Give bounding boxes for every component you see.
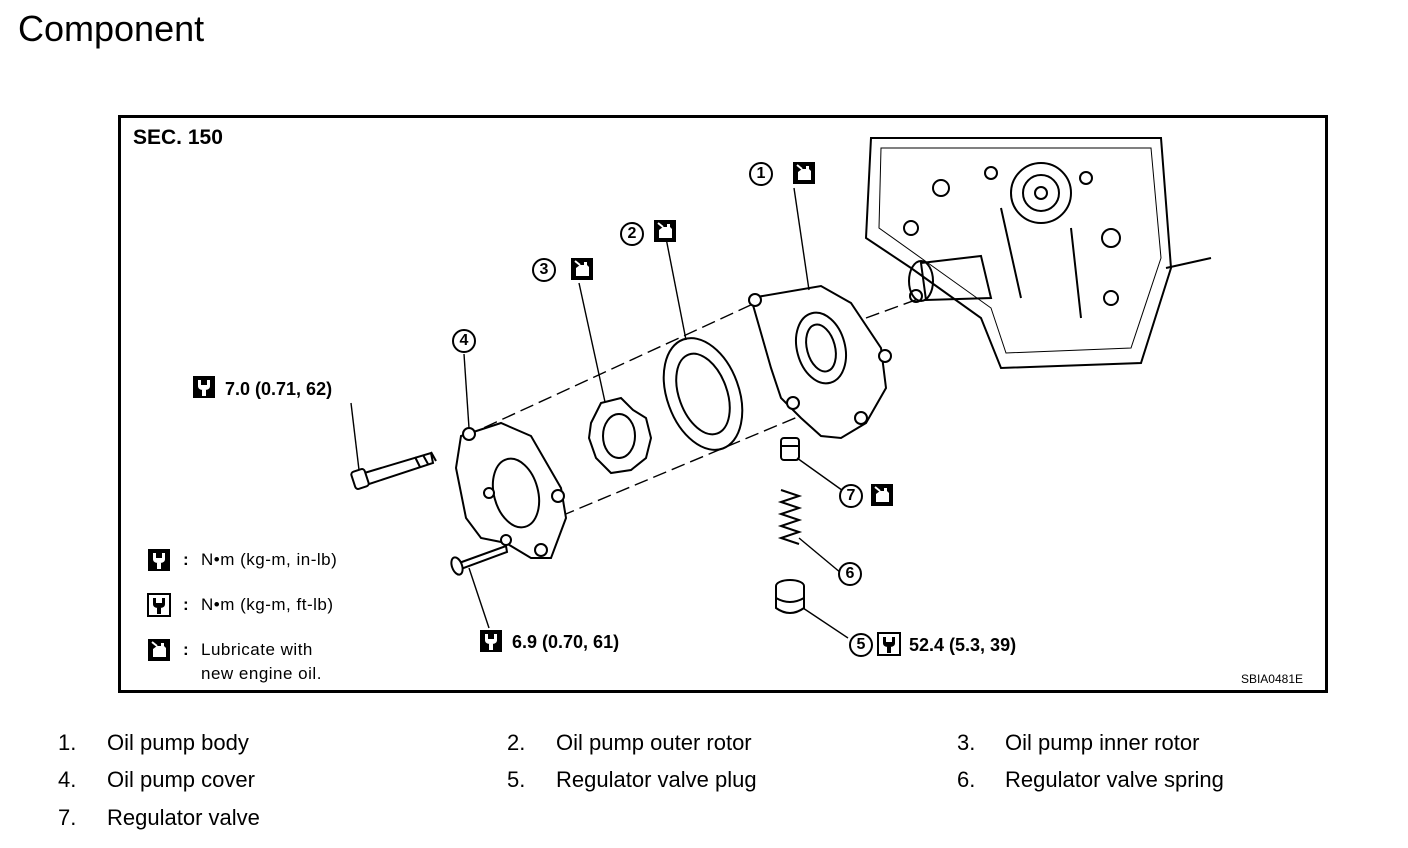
torque-wrench-ft-lb-icon — [147, 593, 171, 617]
legend-nm-in-lb: N•m (kg-m, in-lb) — [201, 550, 338, 569]
part-label: Regulator valve spring — [1005, 767, 1224, 792]
legend-colon: : — [183, 550, 189, 569]
regulator-valve — [780, 437, 800, 461]
legend-colon: : — [183, 595, 189, 614]
part-label: Regulator valve plug — [556, 767, 757, 792]
part-label: Oil pump cover — [107, 767, 255, 792]
page-title: Component — [18, 8, 205, 49]
torque-value-screw: 6.9 (0.70, 61) — [512, 632, 620, 652]
callout-5: 5 — [849, 633, 873, 657]
part-number: 2. — [507, 730, 526, 755]
callout-7: 7 — [839, 484, 863, 508]
part-number: 1. — [58, 730, 77, 755]
part-label: Oil pump outer rotor — [556, 730, 752, 755]
part-number: 6. — [957, 767, 976, 792]
cover-screw — [450, 544, 509, 576]
part-label: Oil pump body — [107, 730, 249, 755]
torque-wrench-in-lb-icon — [148, 549, 170, 571]
part-label: Oil pump inner rotor — [1005, 730, 1200, 755]
regulator-valve-spring — [777, 489, 803, 545]
legend-nm-ft-lb: N•m (kg-m, ft-lb) — [201, 595, 334, 614]
torque-value-plug: 52.4 (5.3, 39) — [909, 635, 1017, 655]
cover-bolt — [350, 451, 437, 490]
oil-can-icon — [870, 483, 894, 507]
oil-can-icon — [653, 219, 677, 243]
engine-block — [864, 137, 1212, 370]
callout-6: 6 — [838, 562, 862, 586]
oil-pump-outer-rotor — [662, 337, 744, 451]
part-number: 7. — [58, 805, 77, 830]
legend-lubricate-line1: Lubricate with — [201, 640, 313, 659]
torque-wrench-in-lb-icon — [193, 376, 215, 398]
callout-3: 3 — [532, 258, 556, 282]
callout-1: 1 — [749, 162, 773, 186]
part-number: 3. — [957, 730, 976, 755]
exploded-view-drawing — [147, 137, 1212, 662]
oil-pump-inner-rotor — [587, 396, 653, 475]
callout-2: 2 — [620, 222, 644, 246]
regulator-valve-plug — [775, 579, 805, 614]
image-code: SBIA0481E — [1240, 672, 1303, 686]
oil-pump-cover — [454, 421, 568, 559]
oil-can-icon — [570, 257, 594, 281]
torque-value-bolt: 7.0 (0.71, 62) — [225, 379, 333, 399]
diagram-frame: SEC. 150 1 2 3 4 5 6 7 7.0 (0.71, 62) 6.… — [118, 115, 1328, 693]
torque-wrench-ft-lb-icon — [877, 632, 901, 656]
leader-lines — [350, 187, 849, 639]
torque-wrench-in-lb-icon — [480, 630, 502, 652]
assembly-alignment-lines — [465, 297, 922, 517]
oil-can-icon — [792, 161, 816, 185]
legend-colon: : — [183, 640, 189, 659]
oil-pump-body — [748, 284, 892, 440]
part-number: 4. — [58, 767, 77, 792]
legend-lubricate-line2: new engine oil. — [201, 664, 322, 683]
part-number: 5. — [507, 767, 526, 792]
callout-4: 4 — [452, 329, 476, 353]
part-label: Regulator valve — [107, 805, 260, 830]
section-label: SEC. 150 — [133, 126, 223, 149]
oil-can-icon — [147, 638, 171, 662]
